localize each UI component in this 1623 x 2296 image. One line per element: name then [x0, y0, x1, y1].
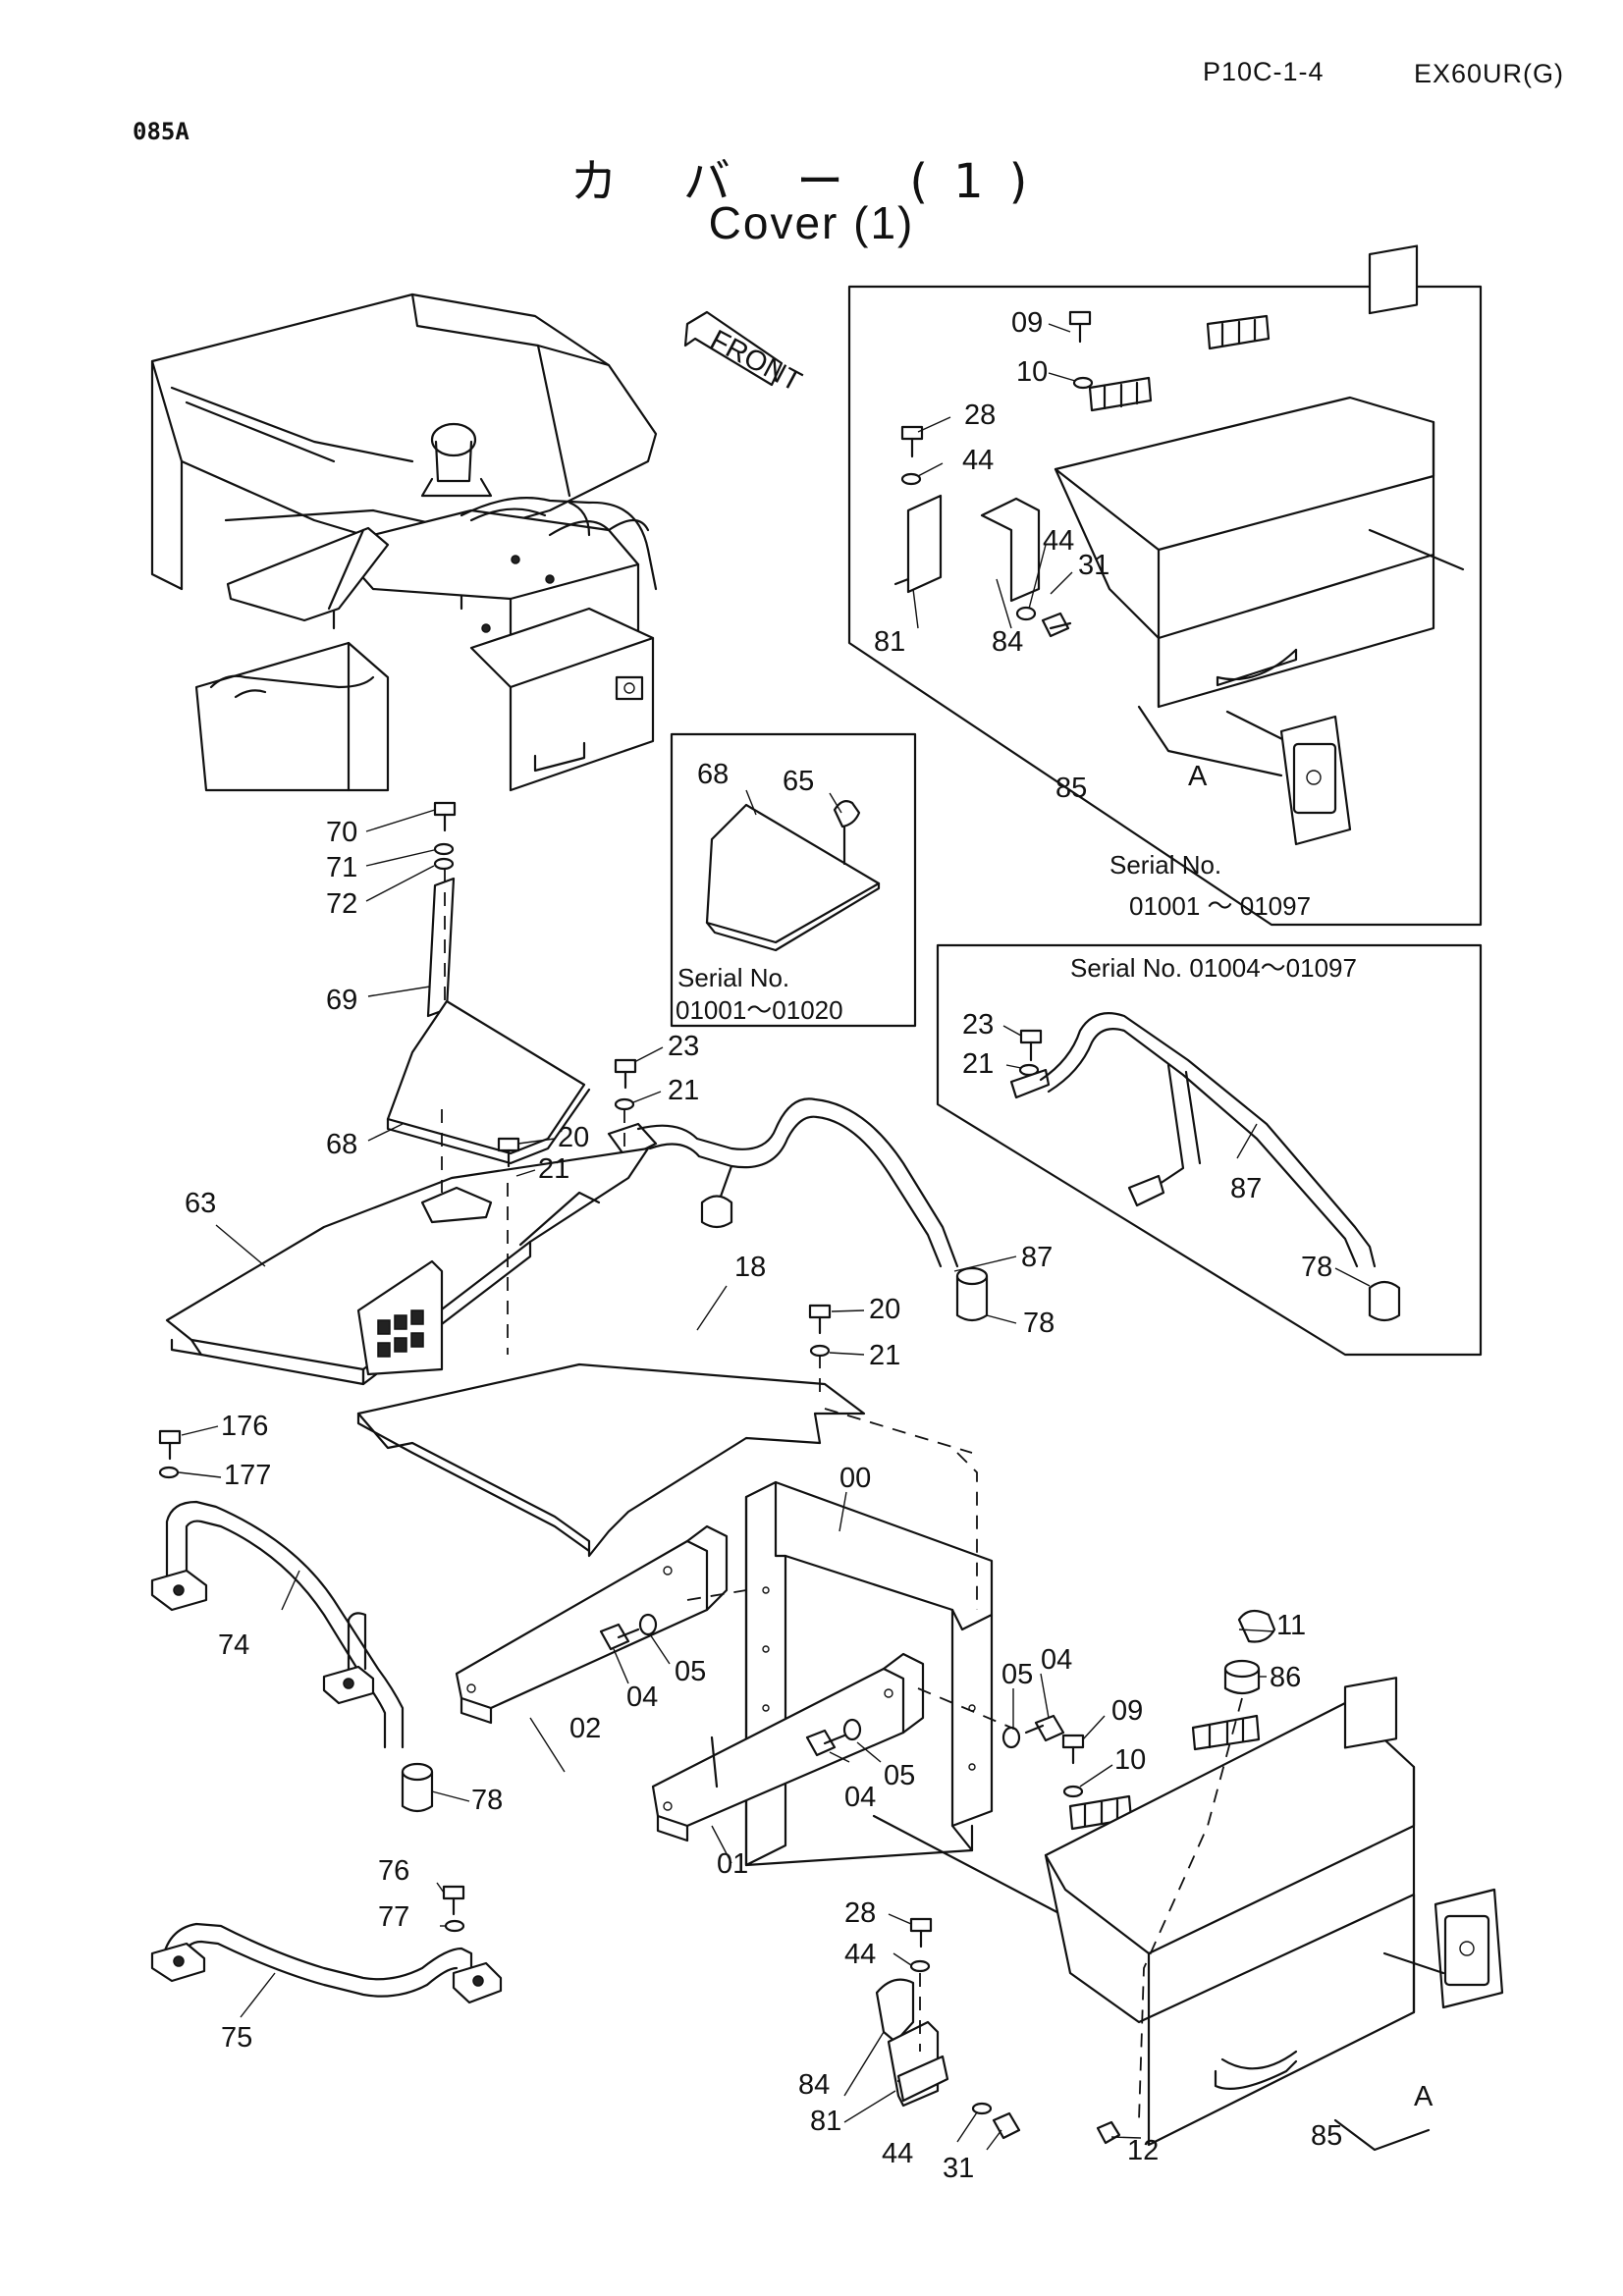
callout-85: 85 — [1311, 2120, 1342, 2152]
callout-11: 11 — [1276, 1610, 1306, 1641]
callout-84: 84 — [798, 2069, 830, 2101]
callout-28: 28 — [964, 400, 996, 431]
callout-78: 78 — [471, 1785, 503, 1816]
callout-21: 21 — [962, 1048, 994, 1080]
machine-assembly — [150, 293, 658, 792]
center-floor-assembly — [165, 801, 989, 1558]
callout-04: 04 — [844, 1782, 876, 1813]
callout-87: 87 — [1230, 1173, 1262, 1204]
callout-20: 20 — [558, 1122, 589, 1153]
callout-04: 04 — [1041, 1644, 1072, 1676]
callout-177: 177 — [224, 1460, 271, 1491]
callout-31: 31 — [943, 2153, 974, 2184]
callout-05: 05 — [1001, 1659, 1033, 1690]
callout-78: 78 — [1023, 1308, 1055, 1339]
callout-69: 69 — [326, 985, 357, 1016]
callout-63: 63 — [185, 1188, 216, 1219]
callout-05: 05 — [884, 1760, 915, 1791]
sheet-code: 085A — [133, 118, 189, 145]
callout-74: 74 — [218, 1629, 249, 1661]
callout-21: 21 — [668, 1075, 699, 1106]
callout-86: 86 — [1270, 1662, 1301, 1693]
callout-00: 00 — [839, 1463, 871, 1494]
title-japanese: カ バ ー (1) — [569, 154, 1054, 209]
front-direction-arrow: FRONT — [683, 310, 807, 399]
callout-12: 12 — [1127, 2135, 1159, 2166]
model-code: EX60UR(G) — [1414, 59, 1565, 88]
serial-range: 01001～01020 — [676, 995, 843, 1025]
callout-02: 02 — [569, 1713, 601, 1744]
callout-21: 21 — [538, 1153, 569, 1185]
callout-A: A — [1188, 761, 1208, 792]
serial-label: Serial No. — [677, 963, 789, 992]
callout-23: 23 — [962, 1009, 994, 1041]
callout-65: 65 — [783, 766, 814, 797]
callout-71: 71 — [326, 852, 357, 883]
callout-75: 75 — [221, 2022, 252, 2054]
callout-A: A — [1414, 2081, 1434, 2112]
callout-81: 81 — [810, 2106, 841, 2137]
callout-70: 70 — [326, 817, 357, 848]
callout-72: 72 — [326, 888, 357, 920]
callout-01: 01 — [717, 1848, 748, 1880]
callout-05: 05 — [675, 1656, 706, 1687]
callout-44: 44 — [1043, 525, 1074, 557]
callout-44: 44 — [962, 445, 994, 476]
callout-44: 44 — [844, 1939, 876, 1970]
callout-31: 31 — [1078, 550, 1109, 581]
callout-10: 10 — [1016, 356, 1048, 388]
serial-line: Serial No. 01004～01097 — [1070, 953, 1357, 983]
inset-frame-right — [936, 943, 1483, 1357]
callout-68: 68 — [326, 1129, 357, 1160]
serial-range: 01001 ～ 01097 — [1129, 891, 1311, 921]
bottom-latch-assembly — [875, 1917, 1021, 2140]
callout-76: 76 — [378, 1855, 409, 1887]
callout-84: 84 — [992, 626, 1023, 658]
callout-09: 09 — [1111, 1695, 1143, 1727]
callout-18: 18 — [734, 1252, 766, 1283]
left-handrail-assembly — [150, 1429, 434, 1813]
inset-middle-drawing — [705, 800, 881, 952]
leader-lines — [178, 323, 1371, 2151]
callout-09: 09 — [1011, 307, 1043, 339]
callout-78: 78 — [1301, 1252, 1332, 1283]
inset-top-right-drawing — [893, 244, 1465, 846]
callout-labels: 09 10 28 44 44 31 81 84 85 A Serial No. … — [185, 307, 1434, 2184]
lower-frame-assembly — [455, 1408, 1072, 1941]
lower-left-handrail-assembly — [150, 1885, 503, 2004]
inset-right-drawing — [1009, 1012, 1401, 1322]
callout-85: 85 — [1055, 773, 1087, 804]
callout-81: 81 — [874, 626, 905, 658]
callout-23: 23 — [668, 1031, 699, 1062]
title-english: Cover (1) — [708, 197, 915, 248]
page-code: P10C-1-4 — [1203, 57, 1325, 86]
callout-44: 44 — [882, 2138, 913, 2169]
lower-right-cover-assembly — [1044, 1609, 1504, 2152]
callout-21: 21 — [869, 1340, 900, 1371]
front-label: FRONT — [705, 324, 806, 398]
callout-68: 68 — [697, 759, 729, 790]
callout-87: 87 — [1021, 1242, 1053, 1273]
callout-176: 176 — [221, 1411, 268, 1442]
callout-10: 10 — [1114, 1744, 1146, 1776]
callout-20: 20 — [869, 1294, 900, 1325]
callout-04: 04 — [626, 1682, 658, 1713]
callout-77: 77 — [378, 1901, 409, 1933]
callout-28: 28 — [844, 1897, 876, 1929]
inset-frame-middle — [670, 732, 917, 1028]
serial-label: Serial No. — [1109, 850, 1221, 880]
